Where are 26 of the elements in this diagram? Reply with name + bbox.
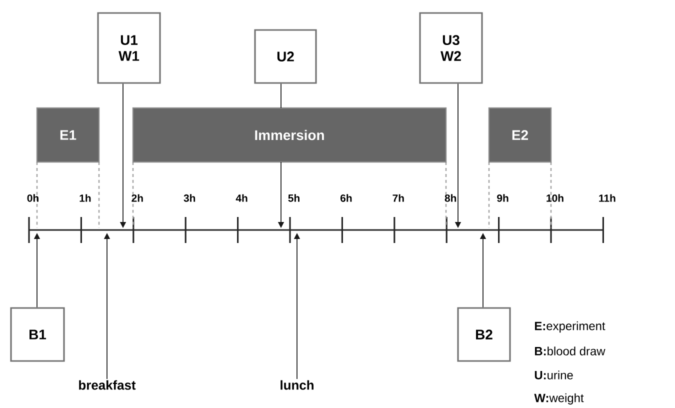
sample-box: B2 <box>457 307 511 362</box>
sample-box: U1 W1 <box>97 12 161 84</box>
phase-bar: E1 <box>36 107 100 163</box>
tick-label: 4h <box>236 194 248 202</box>
tick-label: 0h <box>27 194 38 202</box>
tick-label: 2h <box>132 194 143 202</box>
legend-entry: W:weight <box>534 393 584 405</box>
sample-box: U2 <box>254 29 317 84</box>
tick-label: 9h <box>497 194 508 202</box>
legend-entry: U:urine <box>534 370 573 380</box>
sample-box: U3 W2 <box>419 12 483 84</box>
legend-entry: B:blood draw <box>535 346 606 356</box>
meal-label: lunch <box>280 380 314 390</box>
tick-label: 7h <box>392 194 404 202</box>
tick-label: 3h <box>184 194 196 202</box>
phase-bar: E2 <box>488 107 552 163</box>
tick-label: 1h <box>80 194 91 202</box>
phase-bar: Immersion <box>132 107 447 163</box>
meal-label: breakfast <box>79 380 136 390</box>
sample-box: B1 <box>10 307 65 362</box>
tick-label: 11h <box>599 194 616 202</box>
tick-label: 6h <box>340 194 352 202</box>
tick-label: 10h <box>546 194 564 202</box>
tick-label: 5h <box>288 194 300 202</box>
tick-label: 8h <box>444 194 456 202</box>
legend-entry: E:experiment <box>535 321 606 333</box>
